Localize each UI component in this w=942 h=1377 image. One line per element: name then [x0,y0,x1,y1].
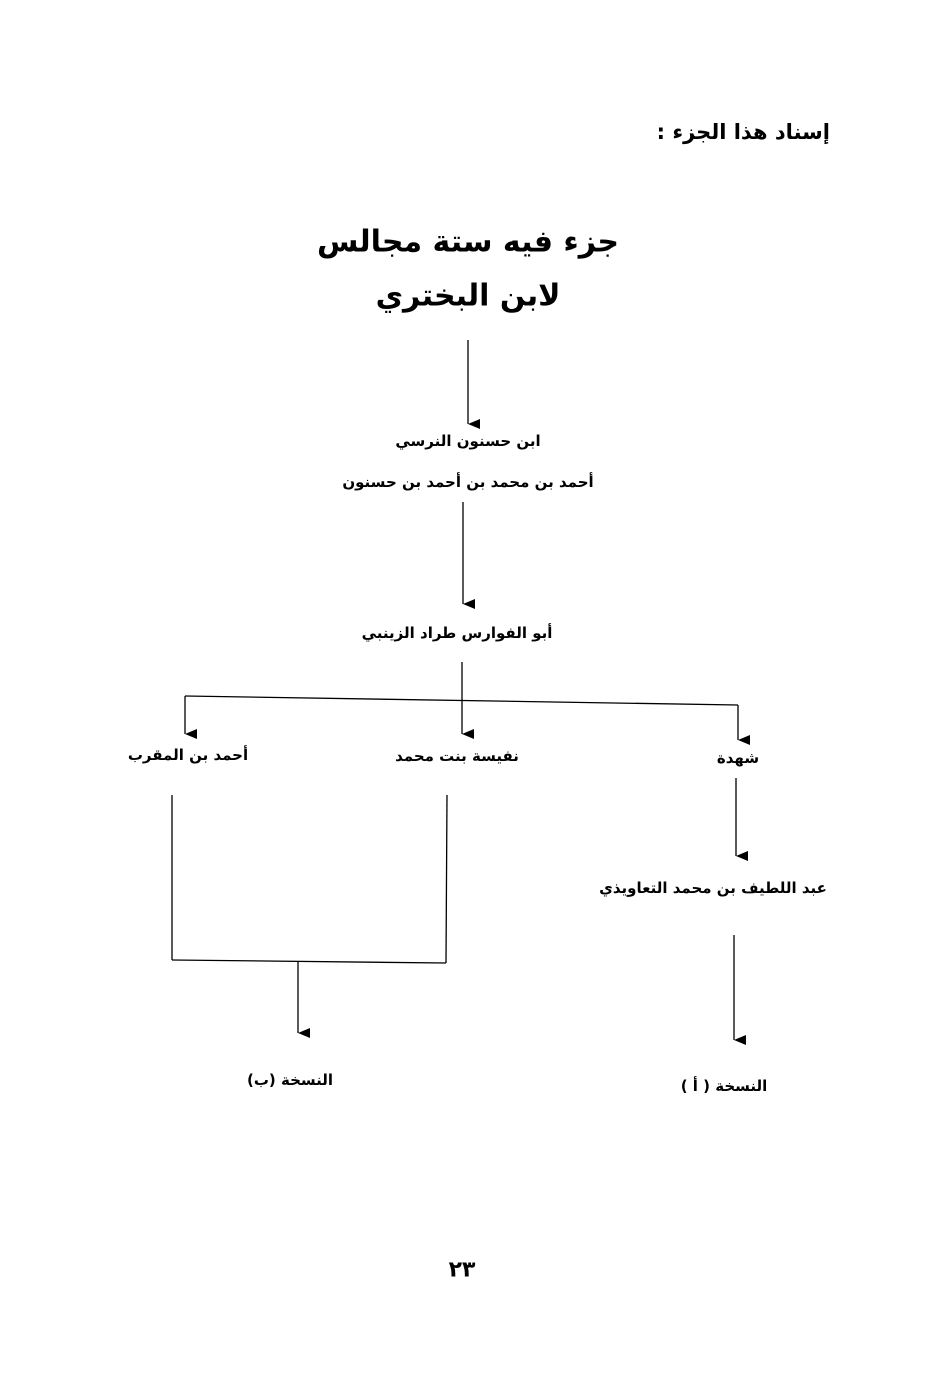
book-title-line2: لابن البختري [375,278,561,314]
book-title-line1: جزء فيه ستة مجالس [316,224,620,260]
node-copy-b: النسخة (ب) [246,1071,334,1089]
node-tarrad: أبو الفوارس طراد الزينبي [361,624,553,642]
merge-horizontal-line [171,959,447,964]
node-taawidhi: عبد اللطيف بن محمد التعاويذي [599,879,827,897]
node-ibn-hasnun-full: أحمد بن محمد بن أحمد بن حسنون [342,473,594,491]
node-copy-a: النسخة ( أ ) [680,1077,768,1095]
line-nafisa-down [445,794,448,964]
node-nafisa: نفيسة بنت محمد [395,747,519,765]
page-number: ٢٣ [448,1257,476,1283]
node-shuhda: شهدة [716,749,760,767]
branch-horizontal-line [184,695,739,706]
node-ibn-hasnun: ابن حسنون النرسي [395,432,541,450]
node-ibn-muqarrab: أحمد بن المقرب [127,746,249,764]
section-heading: إسناد هذا الجزء : [656,120,830,144]
